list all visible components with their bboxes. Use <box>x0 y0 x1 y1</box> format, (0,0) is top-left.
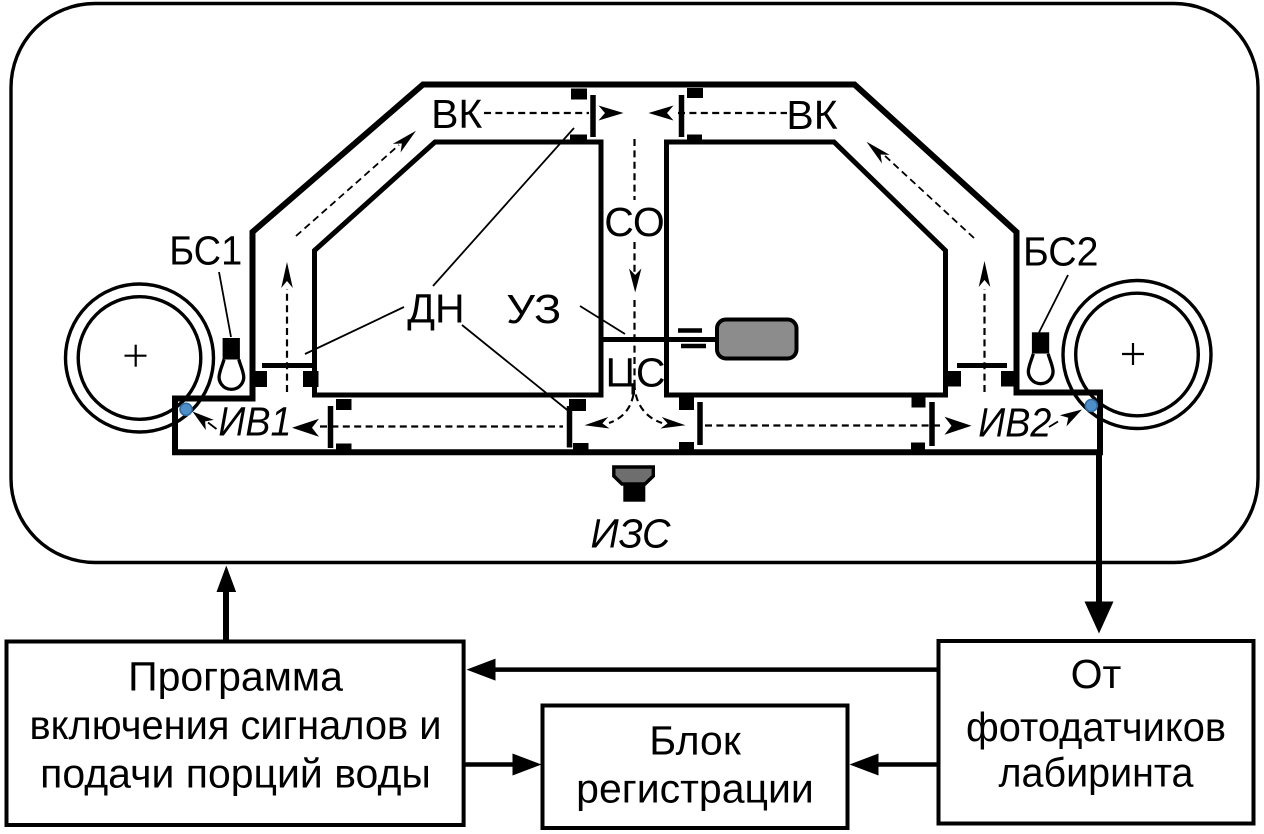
svg-text:включения сигналов и: включения сигналов и <box>30 702 442 748</box>
svg-text:ИВ2: ИВ2 <box>978 400 1051 446</box>
svg-text:БС1: БС1 <box>169 228 242 274</box>
svg-text:ВК: ВК <box>786 92 837 138</box>
svg-text:От: От <box>1071 651 1122 697</box>
svg-text:фотодатчиков: фотодатчиков <box>966 704 1226 750</box>
svg-text:Программа: Программа <box>128 654 343 700</box>
svg-text:ВК: ВК <box>431 91 482 137</box>
svg-text:ИВ1: ИВ1 <box>218 399 291 445</box>
svg-text:БС2: БС2 <box>1023 229 1099 275</box>
svg-text:ДН: ДН <box>407 286 464 332</box>
svg-text:подачи порций воды: подачи порций воды <box>40 751 431 797</box>
svg-text:Блок: Блок <box>649 718 742 764</box>
svg-text:УЗ: УЗ <box>506 286 561 332</box>
svg-text:ЦС: ЦС <box>606 350 666 396</box>
svg-text:СО: СО <box>604 199 665 245</box>
svg-text:ИЗС: ИЗС <box>591 511 671 557</box>
svg-text:регистрации: регистрации <box>576 766 814 812</box>
svg-text:лабиринта: лабиринта <box>999 750 1194 796</box>
